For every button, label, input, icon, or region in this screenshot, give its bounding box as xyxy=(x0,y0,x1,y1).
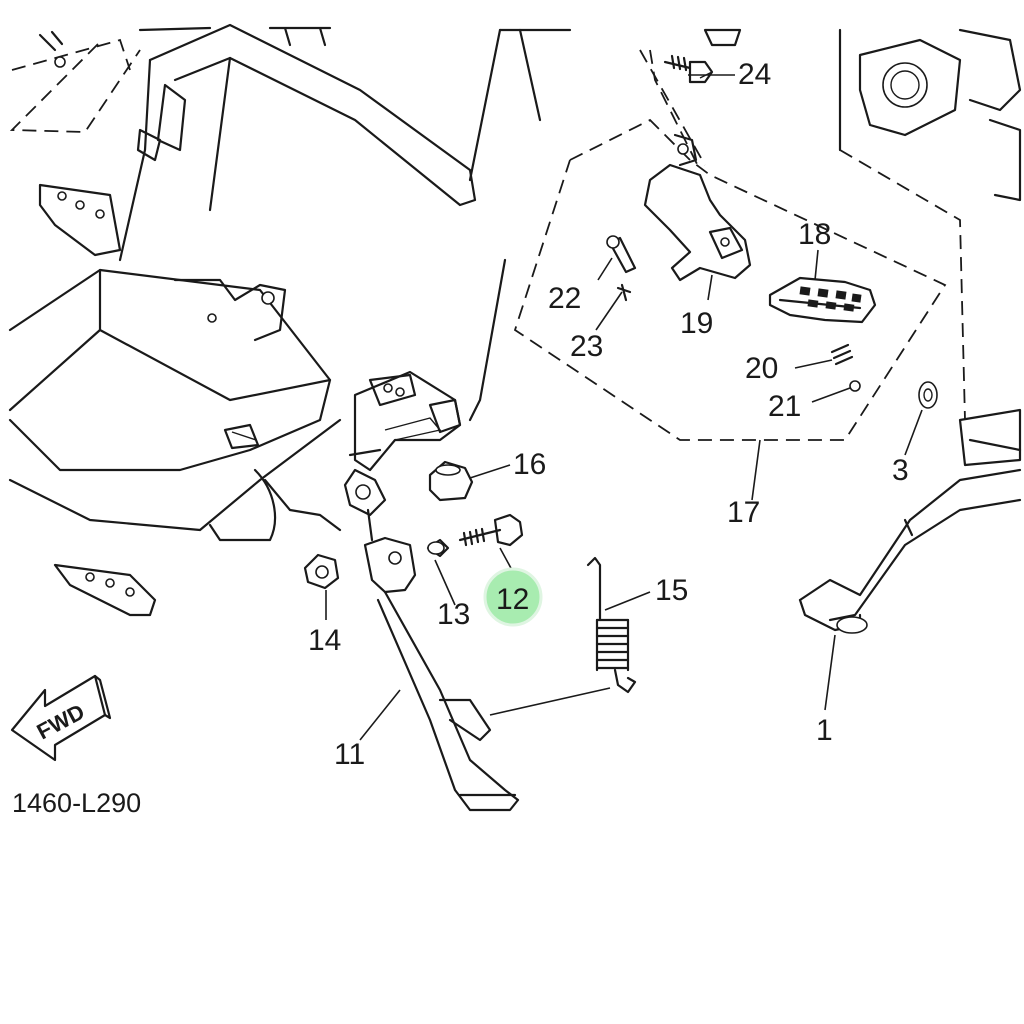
frame-assembly xyxy=(8,23,572,617)
callout-labels: 24 18 22 19 23 20 21 16 3 17 15 12 13 14… xyxy=(308,58,909,771)
washer-3 xyxy=(918,381,938,409)
callout-13: 13 xyxy=(437,598,470,631)
nut-14 xyxy=(303,553,340,590)
callout-16: 16 xyxy=(513,448,546,481)
fwd-arrow: FWD xyxy=(10,674,112,762)
callout-18: 18 xyxy=(798,218,831,251)
callout-20: 20 xyxy=(745,352,778,385)
callout-17: 17 xyxy=(727,496,760,529)
leader-lines xyxy=(325,74,923,741)
callout-19: 19 xyxy=(680,307,713,340)
callout-21: 21 xyxy=(768,390,801,423)
collar-13 xyxy=(426,538,450,558)
bolt-24 xyxy=(663,54,714,84)
bolt-12 xyxy=(458,513,524,547)
callout-15: 15 xyxy=(655,574,688,607)
callout-11: 11 xyxy=(334,738,365,771)
highlight-marker xyxy=(483,567,543,627)
footrest-assembly-17 xyxy=(513,49,947,441)
spring-15 xyxy=(586,556,637,694)
callout-3: 3 xyxy=(892,454,909,487)
callout-23: 23 xyxy=(570,330,603,363)
callout-22: 22 xyxy=(548,282,581,315)
fwd-arrow-label: FWD xyxy=(33,699,89,745)
callout-1: 1 xyxy=(816,714,833,747)
sidestand-11 xyxy=(363,536,520,812)
callout-24: 24 xyxy=(738,58,771,91)
callout-14: 14 xyxy=(308,624,341,657)
damper-16 xyxy=(428,460,474,502)
diagram-code: 1460-L290 xyxy=(12,788,141,818)
engine-detail xyxy=(703,28,1022,202)
main-stand-1 xyxy=(798,28,1022,634)
callout-12: 12 xyxy=(496,583,529,616)
